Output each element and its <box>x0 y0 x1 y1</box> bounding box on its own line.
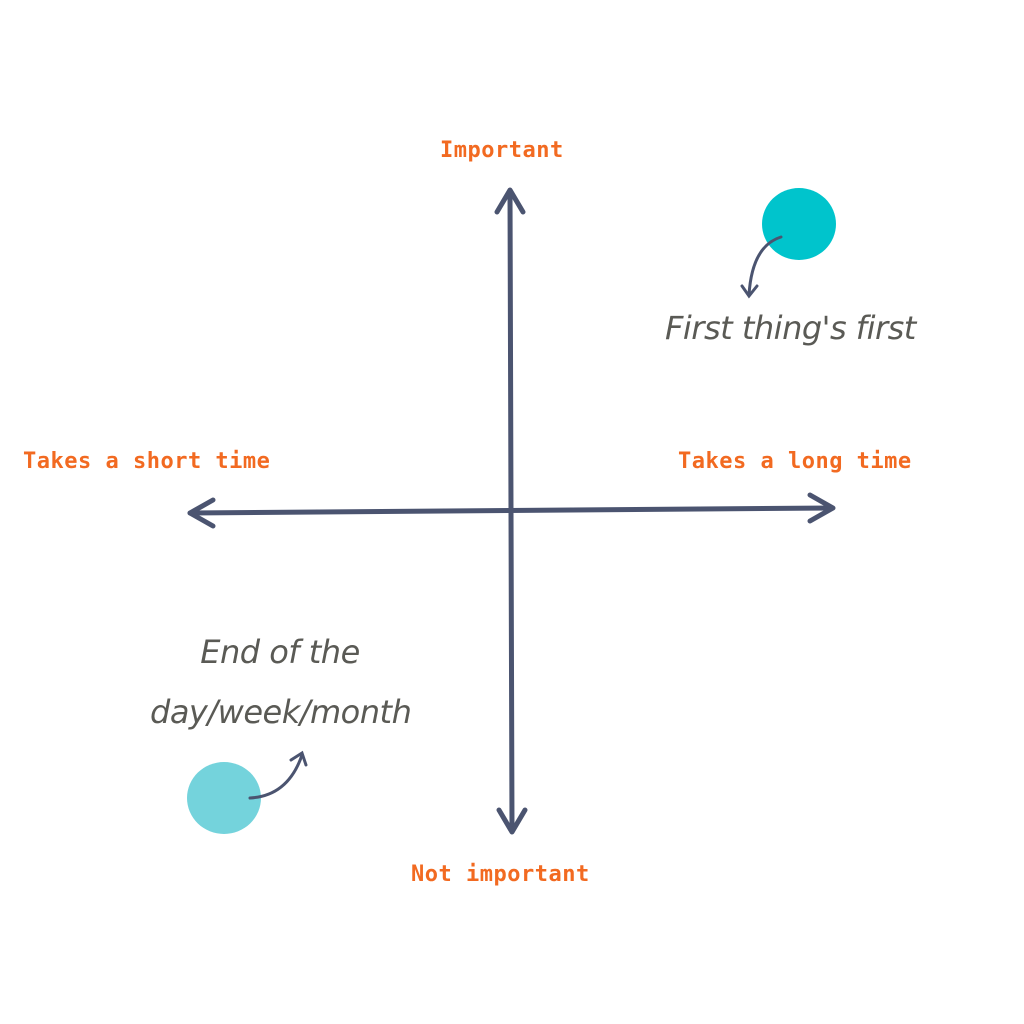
curved-arrow-up-icon <box>248 753 304 800</box>
note-first-things-first: First thing's first <box>665 309 916 347</box>
note-line-1: End of the <box>200 633 360 671</box>
label-not-important: Not important <box>411 862 590 887</box>
dot-short-unimportant <box>187 762 261 834</box>
arrow-up-head <box>494 187 526 215</box>
note-line-2: day/week/month <box>150 693 412 731</box>
horizontal-axis <box>187 505 835 516</box>
curved-arrow-down-icon <box>747 235 783 297</box>
dot-important-long <box>762 188 836 260</box>
label-long-time: Takes a long time <box>678 449 912 474</box>
arrow-left-head <box>187 497 216 529</box>
note-end-of-period: End of the day/week/month <box>150 622 412 742</box>
arrow-right-head <box>807 492 836 524</box>
label-important: Important <box>440 138 564 163</box>
arrow-down-head <box>496 807 528 835</box>
label-short-time: Takes a short time <box>23 449 271 474</box>
